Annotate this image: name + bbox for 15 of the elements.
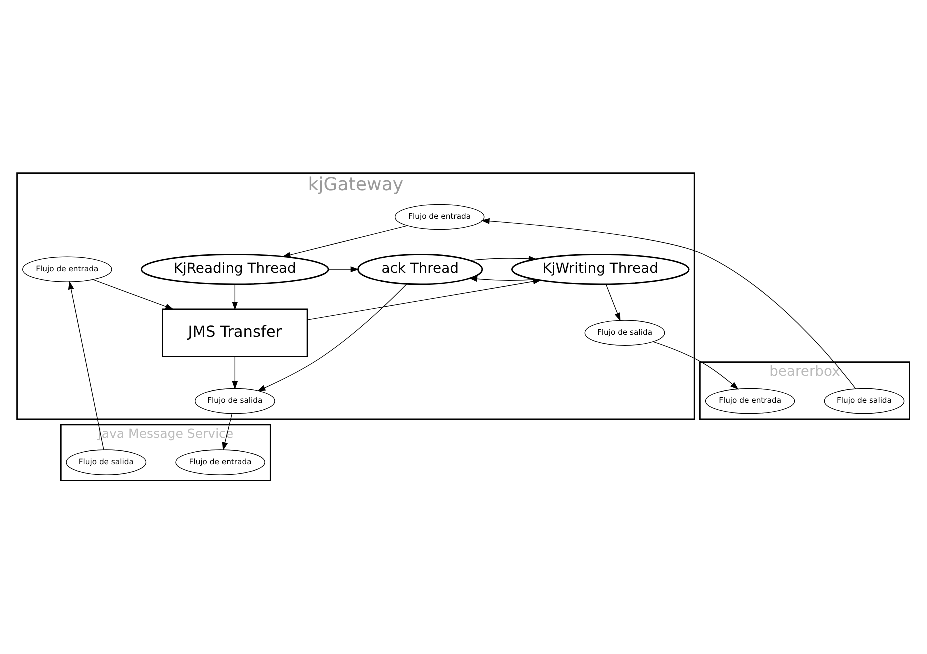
arrow: [470, 256, 538, 262]
arrow: [307, 278, 542, 320]
arrow: [481, 218, 856, 390]
node-ellipse: KjReading Thread: [141, 254, 330, 286]
arrow: [232, 284, 238, 310]
arrow: [232, 356, 238, 390]
node-box: JMS Transfer: [162, 308, 308, 358]
arrow: [257, 284, 408, 392]
arrow: [68, 281, 104, 450]
arrow: [606, 284, 621, 322]
node-ellipse: ack Thread: [358, 254, 484, 286]
arrow: [282, 226, 408, 258]
arrow: [92, 279, 174, 310]
arrow: [328, 266, 360, 272]
arrow: [652, 342, 739, 390]
